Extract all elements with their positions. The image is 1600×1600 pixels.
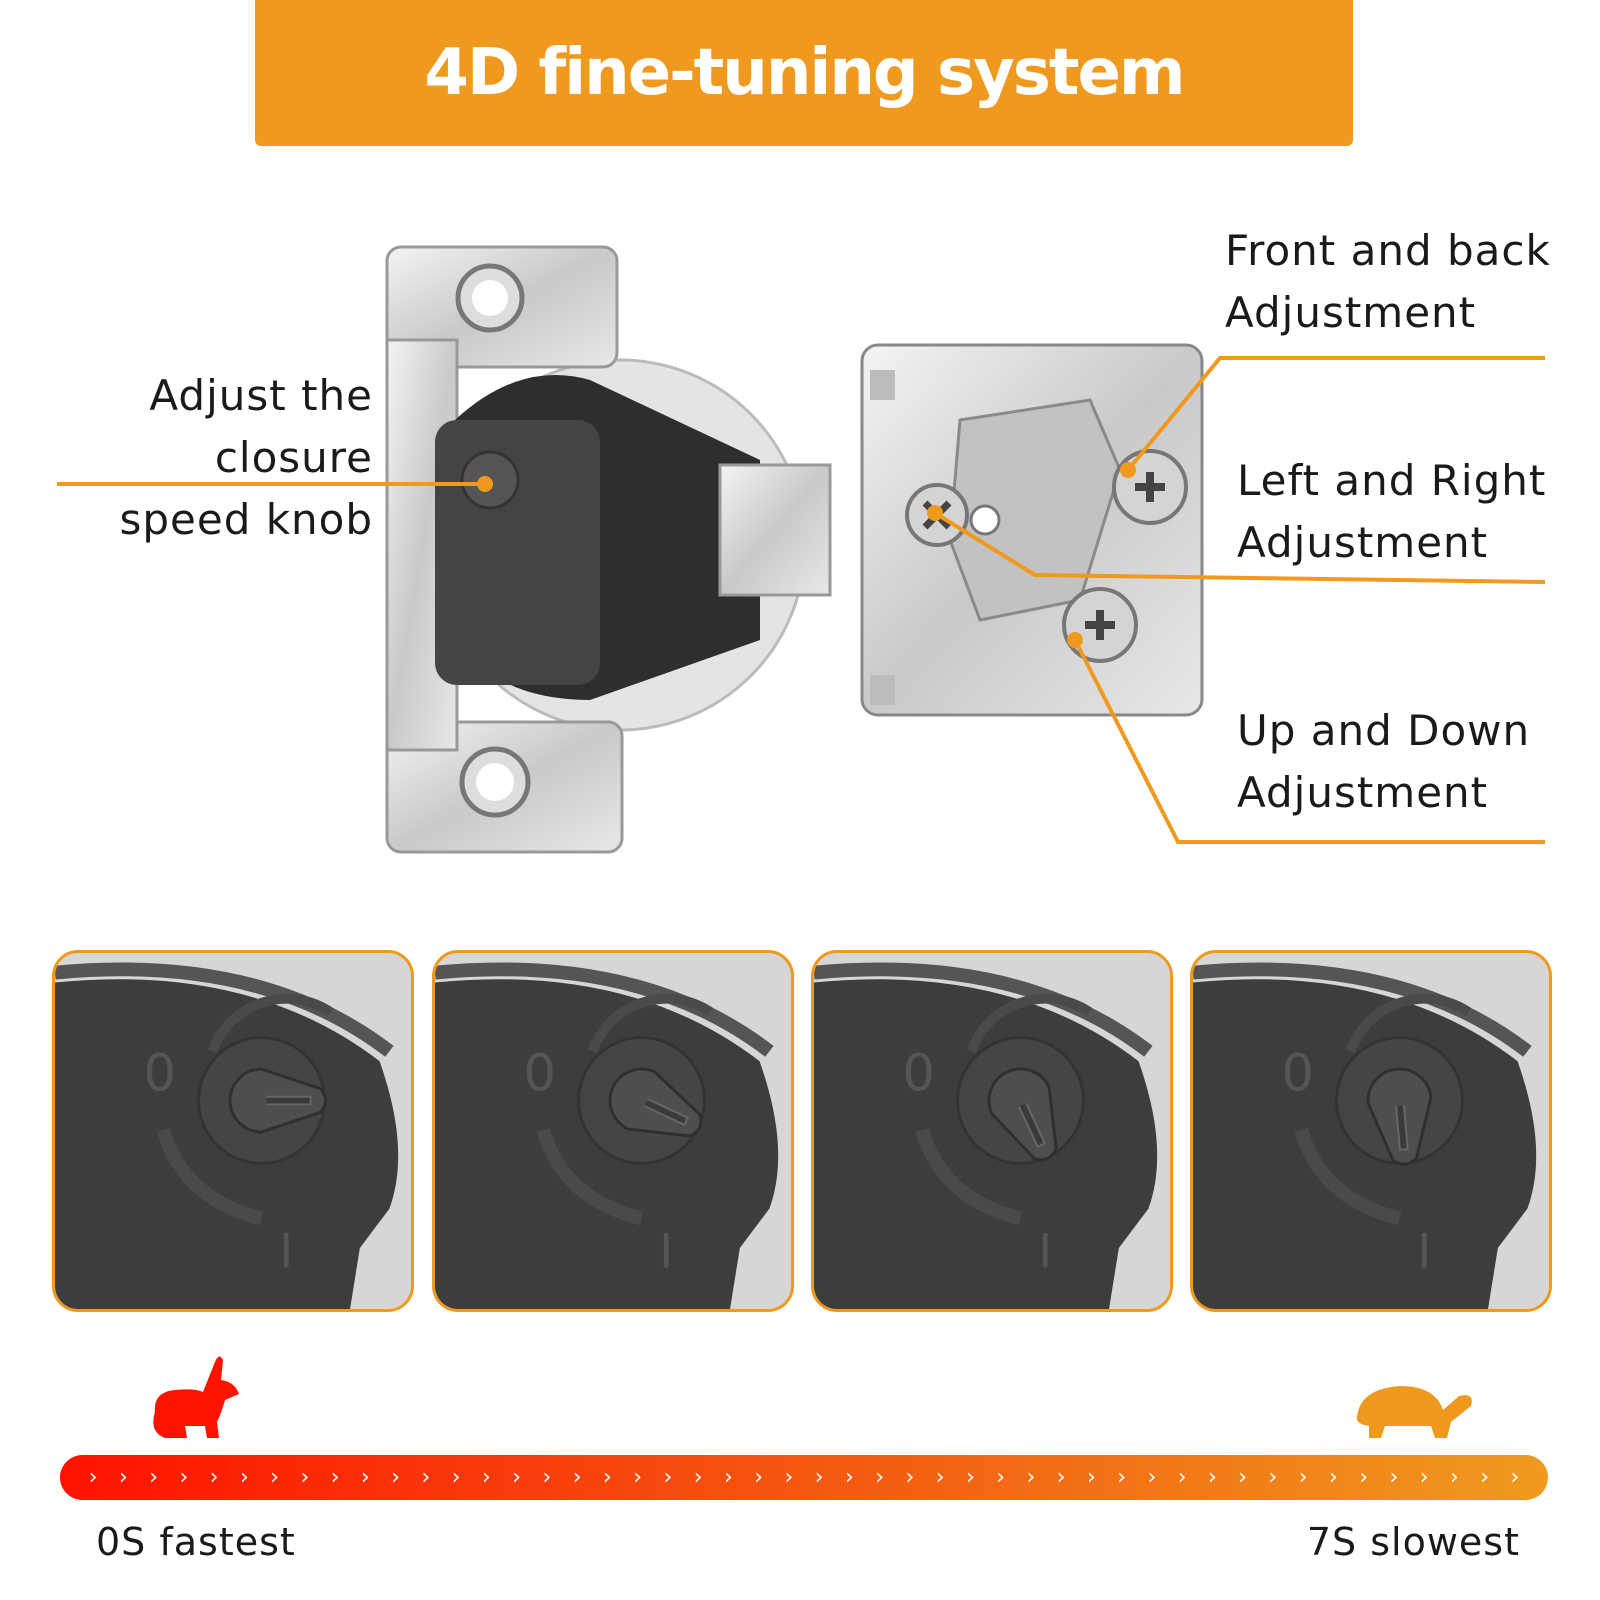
chevron-icon: › (88, 1465, 98, 1490)
chevron-icon: › (965, 1465, 975, 1490)
hinge-mounting-plate (385, 245, 832, 854)
damper-body (435, 420, 600, 685)
front-back-label: Front and back Adjustment (1225, 220, 1551, 344)
chevron-icon: › (693, 1465, 703, 1490)
chevron-icon: › (905, 1465, 915, 1490)
chevron-icon: › (118, 1465, 128, 1490)
chevron-icon: › (179, 1465, 189, 1490)
chevron-icon: › (844, 1465, 854, 1490)
chevron-icon: › (239, 1465, 249, 1490)
chevron-icon: › (391, 1465, 401, 1490)
dial-mark-zero: 0 (903, 1045, 936, 1104)
up-down-leader (1073, 639, 1545, 844)
label-line: Front and back (1225, 226, 1551, 275)
chevron-icon: › (663, 1465, 673, 1490)
label-line: Adjustment (1237, 518, 1489, 567)
chevron-icon: › (481, 1465, 491, 1490)
hinge-arm (860, 343, 1204, 717)
label-line: Adjust the closure (149, 371, 373, 482)
chevron-icon: › (451, 1465, 461, 1490)
chevron-icon: › (935, 1465, 945, 1490)
chevron-icon: › (1056, 1465, 1066, 1490)
rabbit-icon (145, 1352, 240, 1438)
chevron-icon: › (1177, 1465, 1187, 1490)
chevron-icon: › (572, 1465, 582, 1490)
left-right-leader (933, 511, 1546, 584)
chevron-icon: › (1238, 1465, 1248, 1490)
up-down-label: Up and Down Adjustment (1237, 700, 1530, 824)
chevron-icon: › (149, 1465, 159, 1490)
chevron-icon: › (784, 1465, 794, 1490)
closure-knob-label: Adjust the closure speed knob (0, 365, 373, 551)
dial-mark-one: I (279, 1225, 293, 1280)
chevron-icon: › (814, 1465, 824, 1490)
chevron-icon: › (1117, 1465, 1127, 1490)
chevron-icon: › (1207, 1465, 1217, 1490)
dial-mark-one: I (659, 1225, 673, 1280)
dial-mark-zero: 0 (524, 1045, 557, 1104)
callout-lines (57, 356, 1546, 844)
label-line: speed knob (119, 495, 373, 544)
dial-mark-one: I (1038, 1225, 1052, 1280)
chevron-icon: › (421, 1465, 431, 1490)
dial-mark-zero: 0 (1282, 1045, 1315, 1104)
turtle-icon (1355, 1382, 1475, 1438)
chevron-icon: › (1480, 1465, 1490, 1490)
chevron-icon: › (754, 1465, 764, 1490)
chevron-icon: › (1086, 1465, 1096, 1490)
dial-pointer (987, 1067, 1058, 1162)
fastest-label: 0S fastest (96, 1520, 296, 1564)
dial-mark-zero: 0 (144, 1045, 177, 1104)
knob-panel-slow: 0 I (811, 950, 1173, 1312)
closing-speed-scale: › › › › › › › › › › › › › › › › › › › › › › › › › › › › › › › › › › › › › › › ›… (60, 1455, 1548, 1500)
title-banner: 4D fine-tuning system (255, 0, 1353, 146)
chevron-icon: › (209, 1465, 219, 1490)
knob-panel-fast: 0 I (432, 950, 794, 1312)
dial-pointer (1366, 1067, 1433, 1166)
label-line: Left and Right (1237, 456, 1547, 505)
chevron-icon: › (1147, 1465, 1157, 1490)
chevron-icon: › (996, 1465, 1006, 1490)
chevron-icon: › (1268, 1465, 1278, 1490)
chevron-icon: › (360, 1465, 370, 1490)
chevron-icon: › (633, 1465, 643, 1490)
label-line: Adjustment (1237, 768, 1489, 817)
chevron-icon: › (330, 1465, 340, 1490)
chevron-icon: › (1298, 1465, 1308, 1490)
label-line: Up and Down (1237, 706, 1531, 755)
chevron-icon: › (542, 1465, 552, 1490)
screw-up-down (1062, 587, 1138, 663)
chevron-icon: › (1449, 1465, 1459, 1490)
chevron-icon: › (723, 1465, 733, 1490)
knob-panel-slowest: 0 I (1190, 950, 1552, 1312)
chevron-icon: › (270, 1465, 280, 1490)
slowest-label: 7S slowest (1306, 1520, 1520, 1564)
label-line: Adjustment (1225, 288, 1477, 337)
chevron-icon: › (1419, 1465, 1429, 1490)
front-back-leader (1126, 356, 1545, 472)
knob-panel-fastest: 0 I (52, 950, 414, 1312)
chevron-icon: › (512, 1465, 522, 1490)
chevron-icon: › (1389, 1465, 1399, 1490)
dial-pointer (228, 1067, 327, 1134)
left-right-label: Left and Right Adjustment (1237, 450, 1546, 574)
chevron-icon: › (1359, 1465, 1369, 1490)
dial-mark-one: I (1417, 1225, 1431, 1280)
chevron-icon: › (1026, 1465, 1036, 1490)
chevron-icon: › (1328, 1465, 1338, 1490)
chevron-icon: › (300, 1465, 310, 1490)
hinge-diagram (57, 245, 1546, 854)
screw-front-back (1112, 449, 1188, 525)
chevron-icon: › (1510, 1465, 1520, 1490)
dial-pointer (608, 1067, 703, 1138)
chevron-icon: › (602, 1465, 612, 1490)
chevron-icon: › (875, 1465, 885, 1490)
title: 4D fine-tuning system (424, 36, 1185, 110)
